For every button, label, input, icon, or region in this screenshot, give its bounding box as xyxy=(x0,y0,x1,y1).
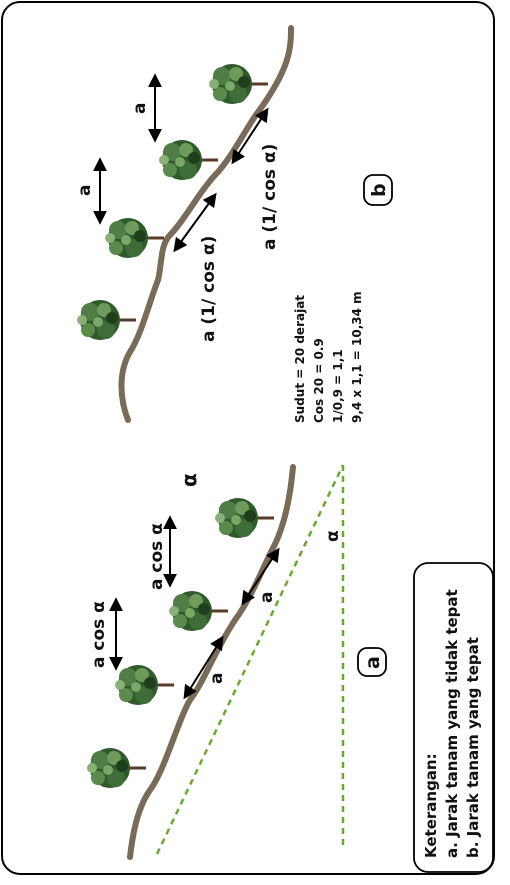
slope-arrow xyxy=(183,635,224,700)
tree-icon xyxy=(103,216,166,260)
tree-icon xyxy=(75,298,138,342)
outer-frame xyxy=(1,1,495,875)
a-label-2: a xyxy=(130,103,150,114)
tree-icon xyxy=(157,138,220,182)
calc-line: 9,4 x 1,1 = 10,34 m xyxy=(350,291,364,423)
a-cos-alpha-label-1: a cos α xyxy=(89,601,109,668)
panel-a: a cos α a cos α a a α α a xyxy=(85,464,387,860)
a-label-1: a xyxy=(75,185,95,196)
legend-item: a. Jarak tanam yang tidak tepat xyxy=(443,589,461,858)
a-slope-label-2: a xyxy=(257,592,277,603)
tree-icon xyxy=(213,496,276,540)
legend-box: Keterangan: a. Jarak tanam yang tidak te… xyxy=(413,562,494,873)
tree-icon xyxy=(207,62,270,106)
panel-b: a a a (1/ cos α) a (1/ cos α) Sudut = 20… xyxy=(75,25,393,423)
tree-icon xyxy=(85,746,148,790)
calculation-block: Sudut = 20 derajat Cos 20 = 0.9 1/0,9 = … xyxy=(293,291,364,423)
slope-arrow xyxy=(231,107,269,165)
calc-line: Sudut = 20 derajat xyxy=(293,295,307,423)
panel-a-badge-label: a xyxy=(362,656,384,669)
panel-a-badge xyxy=(357,647,387,677)
calc-line: Cos 20 = 0.9 xyxy=(312,338,326,423)
slope-arrow xyxy=(173,192,217,253)
tree-icon xyxy=(167,589,230,633)
legend-title: Keterangan: xyxy=(422,753,440,858)
panel-b-badge xyxy=(363,174,393,206)
legend-item: b. Jarak tanam yang tepat xyxy=(464,637,482,858)
a-over-cos-label-1: a (1/ cos α) xyxy=(199,236,219,342)
a-cos-alpha-label-2: a cos α xyxy=(147,523,167,590)
dashed-slope-line xyxy=(155,464,345,855)
panel-b-badge-label: b xyxy=(368,183,390,197)
alpha-angle-label: α xyxy=(323,530,343,542)
calc-line: 1/0,9 = 1,1 xyxy=(331,349,345,423)
alpha-top-label: α xyxy=(177,473,201,487)
slope-arrow xyxy=(241,547,280,606)
a-slope-label-1: a xyxy=(207,673,227,684)
tree-icon xyxy=(113,663,176,707)
a-over-cos-label-2: a (1/ cos α) xyxy=(260,144,280,250)
